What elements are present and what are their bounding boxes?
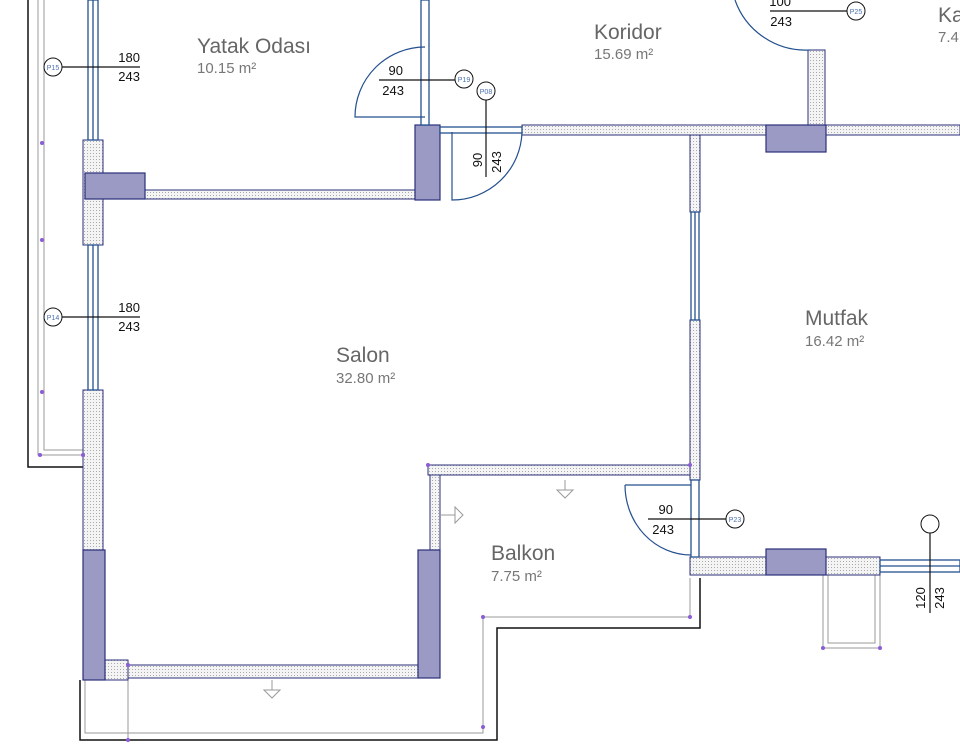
room-name: Koridor xyxy=(594,21,662,44)
opening-tag-p23[interactable]: P23 90 243 xyxy=(648,502,745,537)
opening-width: 90 xyxy=(470,153,485,167)
room-label-partial: Ka 7.4 xyxy=(938,4,960,46)
tag-label: P19 xyxy=(458,77,471,84)
door-swings xyxy=(354,0,811,556)
opening-tag-p15[interactable]: P15 180 243 xyxy=(43,50,140,84)
opening-tag-p25[interactable]: P25 100 243 xyxy=(769,0,866,29)
room-area: 10.15 m² xyxy=(197,60,256,77)
opening-width: 100 xyxy=(769,0,791,9)
room-label-salon: Salon 32.80 m² xyxy=(336,344,395,387)
tag-label: P14 xyxy=(47,315,60,322)
tag-label: P08 xyxy=(480,89,493,96)
room-label-mutfak: Mutfak 16.42 m² xyxy=(805,307,869,350)
vertex-points xyxy=(38,141,882,742)
opening-tag-p14[interactable]: P14 180 243 xyxy=(43,300,140,334)
opening-tag-p19[interactable]: P19 90 243 xyxy=(379,63,474,98)
opening-width: 180 xyxy=(118,300,140,315)
room-area: 7.75 m² xyxy=(491,568,542,585)
room-area: 15.69 m² xyxy=(594,46,653,63)
arrow-icon xyxy=(440,505,464,525)
opening-height: 243 xyxy=(489,151,504,173)
opening-height: 243 xyxy=(652,522,674,537)
tag-label: P15 xyxy=(47,65,60,72)
opening-height: 243 xyxy=(932,587,947,609)
room-name: Ka xyxy=(938,4,960,27)
room-label-koridor: Koridor 15.69 m² xyxy=(594,21,662,63)
opening-height: 243 xyxy=(382,83,404,98)
room-label-balkon: Balkon 7.75 m² xyxy=(491,542,555,585)
opening-width: 90 xyxy=(389,63,403,78)
opening-height: 243 xyxy=(770,14,792,29)
room-name: Mutfak xyxy=(805,307,869,330)
room-label-yatak-odasi: Yatak Odası 10.15 m² xyxy=(197,35,311,77)
opening-width: 120 xyxy=(913,587,928,609)
opening-height: 243 xyxy=(118,69,140,84)
opening-width: 180 xyxy=(118,50,140,65)
opening-height: 243 xyxy=(118,319,140,334)
opening-tag-window[interactable]: 120 243 xyxy=(913,514,947,613)
room-name: Yatak Odası xyxy=(197,35,311,58)
tag-label: P25 xyxy=(850,9,863,16)
room-name: Salon xyxy=(336,344,390,367)
room-area: 7.4 xyxy=(938,29,959,46)
exterior-outline xyxy=(27,0,881,742)
room-area: 32.80 m² xyxy=(336,370,395,387)
drain-icon xyxy=(262,680,282,699)
columns xyxy=(82,124,827,681)
windows xyxy=(87,0,960,573)
tag-label: P23 xyxy=(729,517,742,524)
drain-symbols xyxy=(262,480,575,699)
drain-icon xyxy=(555,480,575,499)
room-area: 16.42 m² xyxy=(805,333,864,350)
opening-width: 90 xyxy=(659,502,673,517)
room-name: Balkon xyxy=(491,542,555,565)
opening-tag-p08[interactable]: P08 90 243 xyxy=(470,81,504,177)
